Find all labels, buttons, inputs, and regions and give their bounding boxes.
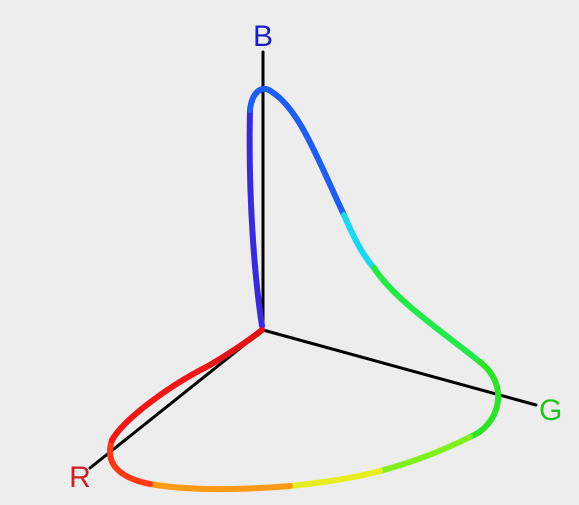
curve-segment-yellow-green bbox=[377, 434, 473, 474]
curve-segment-violet bbox=[246, 107, 265, 329]
curve-segment-green-1 bbox=[371, 265, 483, 365]
b-axis-label: B bbox=[253, 20, 273, 53]
curve-segment-deep-red bbox=[207, 327, 265, 368]
g-axis-label: G bbox=[539, 394, 562, 427]
r-axis-label: R bbox=[69, 461, 91, 494]
curve-segment-yellow bbox=[287, 468, 383, 489]
curve-segment-blue bbox=[247, 85, 347, 218]
g-axis-line bbox=[261, 328, 538, 407]
curve-segment-green-2 bbox=[467, 359, 501, 440]
curve-segment-red-orange bbox=[107, 437, 153, 487]
curve-segment-red bbox=[109, 362, 213, 443]
curve-segment-orange bbox=[147, 481, 293, 493]
spectral-curve bbox=[107, 85, 501, 493]
curve-segment-cyan bbox=[341, 212, 377, 271]
